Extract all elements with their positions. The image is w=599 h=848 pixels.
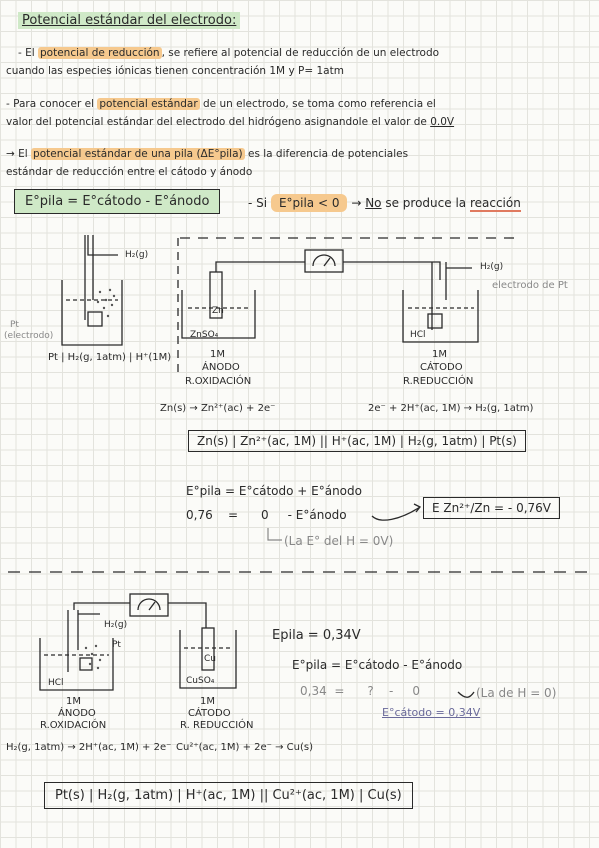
d2-conc-right: 1M xyxy=(200,696,215,707)
d1-pt-right: electrodo de Pt xyxy=(492,280,568,291)
d2-eq-left: H₂(g, 1atm) → 2H⁺(ac, 1M) + 2e⁻ xyxy=(6,742,172,753)
paragraph-2-line-2: valor del potencial estándar del electro… xyxy=(6,116,455,128)
d2-solution-right: CuSO₄ xyxy=(186,676,215,686)
d2-reaction-right: R. REDUCCIÓN xyxy=(180,720,254,731)
d2-note: (La de H = 0) xyxy=(476,686,557,700)
d2-eq-right: Cu²⁺(ac, 1M) + 2e⁻ → Cu(s) xyxy=(176,742,313,753)
paragraph-1-line-2: cuando las especies iónicas tienen conce… xyxy=(6,65,344,77)
d1-conc-right: 1M xyxy=(432,349,447,360)
condition-line: - Si E°pila < 0 → No se produce la reacc… xyxy=(248,194,521,212)
d2-epila: Epila = 0,34V xyxy=(272,628,361,643)
d1-note: (La E° del H = 0V) xyxy=(284,534,394,548)
beaker-cuso4 xyxy=(179,630,237,689)
d1-solution-right: HCl xyxy=(410,330,426,340)
beaker-hcl-2 xyxy=(39,638,114,691)
d2-role-left: ÁNODO xyxy=(58,708,96,719)
condition-expression: E°pila < 0 xyxy=(270,194,348,212)
d1-electrode-left: Zn xyxy=(212,306,224,316)
beaker-hcl-1 xyxy=(402,290,479,343)
d2-result: E°cátodo = 0,34V xyxy=(382,706,481,719)
formula-epila-box: E°pila = E°cátodo - E°ánodo xyxy=(14,189,221,214)
d1-conc-left: 1M xyxy=(210,349,225,360)
d1-calc-line-2: 0,76 = 0 - E°ánodo xyxy=(186,508,347,522)
d2-role-right: CÁTODO xyxy=(188,708,231,719)
voltmeter-2 xyxy=(129,593,169,617)
d1-cell-notation-box: Zn(s) | Zn²⁺(ac, 1M) || H⁺(ac, 1M) | H₂(… xyxy=(188,430,526,452)
d1-role-right: CÁTODO xyxy=(420,362,463,373)
beaker-h-electrode xyxy=(61,280,123,346)
d1-reaction-right: R.REDUCCIÓN xyxy=(403,376,474,387)
d2-conc-left: 1M xyxy=(66,696,81,707)
d1-h2-right: H₂(g) xyxy=(480,262,504,272)
d2-cell-notation-box: Pt(s) | H₂(g, 1atm) | H⁺(ac, 1M) || Cu²⁺… xyxy=(44,782,413,809)
d2-pt-label: Pt xyxy=(112,640,121,650)
d2-reaction-left: R.OXIDACIÓN xyxy=(40,720,107,731)
voltmeter-1 xyxy=(304,249,344,273)
d2-h2-label: H₂(g) xyxy=(104,620,128,630)
paragraph-1-line-1: - El potencial de reducción, se refiere … xyxy=(18,47,440,59)
d1-pt-sub: (electrodo) xyxy=(4,331,54,341)
highlight-potencial-pila: potencial estándar de una pila (ΔE°pila) xyxy=(31,148,245,160)
highlight-potencial-estandar: potencial estándar xyxy=(97,98,200,110)
highlight-potencial-reduccion: potencial de reducción xyxy=(38,47,162,59)
page-title: Potencial estándar del electrodo: xyxy=(18,12,241,29)
pt-electrode-1 xyxy=(427,313,443,329)
d1-pt-label: Pt xyxy=(10,320,19,330)
paragraph-3-line-1: → El potencial estándar de una pila (ΔE°… xyxy=(6,148,409,160)
d2-solution-left: HCl xyxy=(48,678,64,688)
paragraph-3-line-2: estándar de reducción entre el cátodo y … xyxy=(6,166,253,178)
condition-no: No xyxy=(365,196,382,210)
d1-h2-label: H₂(g) xyxy=(125,250,149,260)
d1-eq-left: Zn(s) → Zn²⁺(ac) + 2e⁻ xyxy=(160,403,276,414)
d2-electrode-right: Cu xyxy=(204,654,216,664)
d1-calc-line-1: E°pila = E°cátodo + E°ánodo xyxy=(186,484,362,498)
d1-eq-right: 2e⁻ + 2H⁺(ac, 1M) → H₂(g, 1atm) xyxy=(368,403,534,414)
d2-calc-line-2: 0,34 = ? - 0 xyxy=(300,684,421,698)
d1-result-box: E Zn²⁺/Zn = - 0,76V xyxy=(423,497,560,519)
d1-solution-left: ZnSO₄ xyxy=(190,330,219,340)
paragraph-2-line-1: - Para conocer el potencial estándar de … xyxy=(6,98,436,110)
pt-electrode-2 xyxy=(79,657,93,671)
beaker-zn xyxy=(181,290,256,339)
d1-role-left: ÁNODO xyxy=(202,362,240,373)
d1-reaction-left: R.OXIDACIÓN xyxy=(185,376,252,387)
condition-reaccion: reacción xyxy=(469,196,521,212)
d1-notation: Pt | H₂(g, 1atm) | H⁺(1M) xyxy=(48,352,172,363)
d2-calc-line-1: E°pila = E°cátodo - E°ánodo xyxy=(292,658,463,672)
value-zero-volt: 0.0V xyxy=(430,116,455,128)
copper-electrode xyxy=(201,627,215,671)
